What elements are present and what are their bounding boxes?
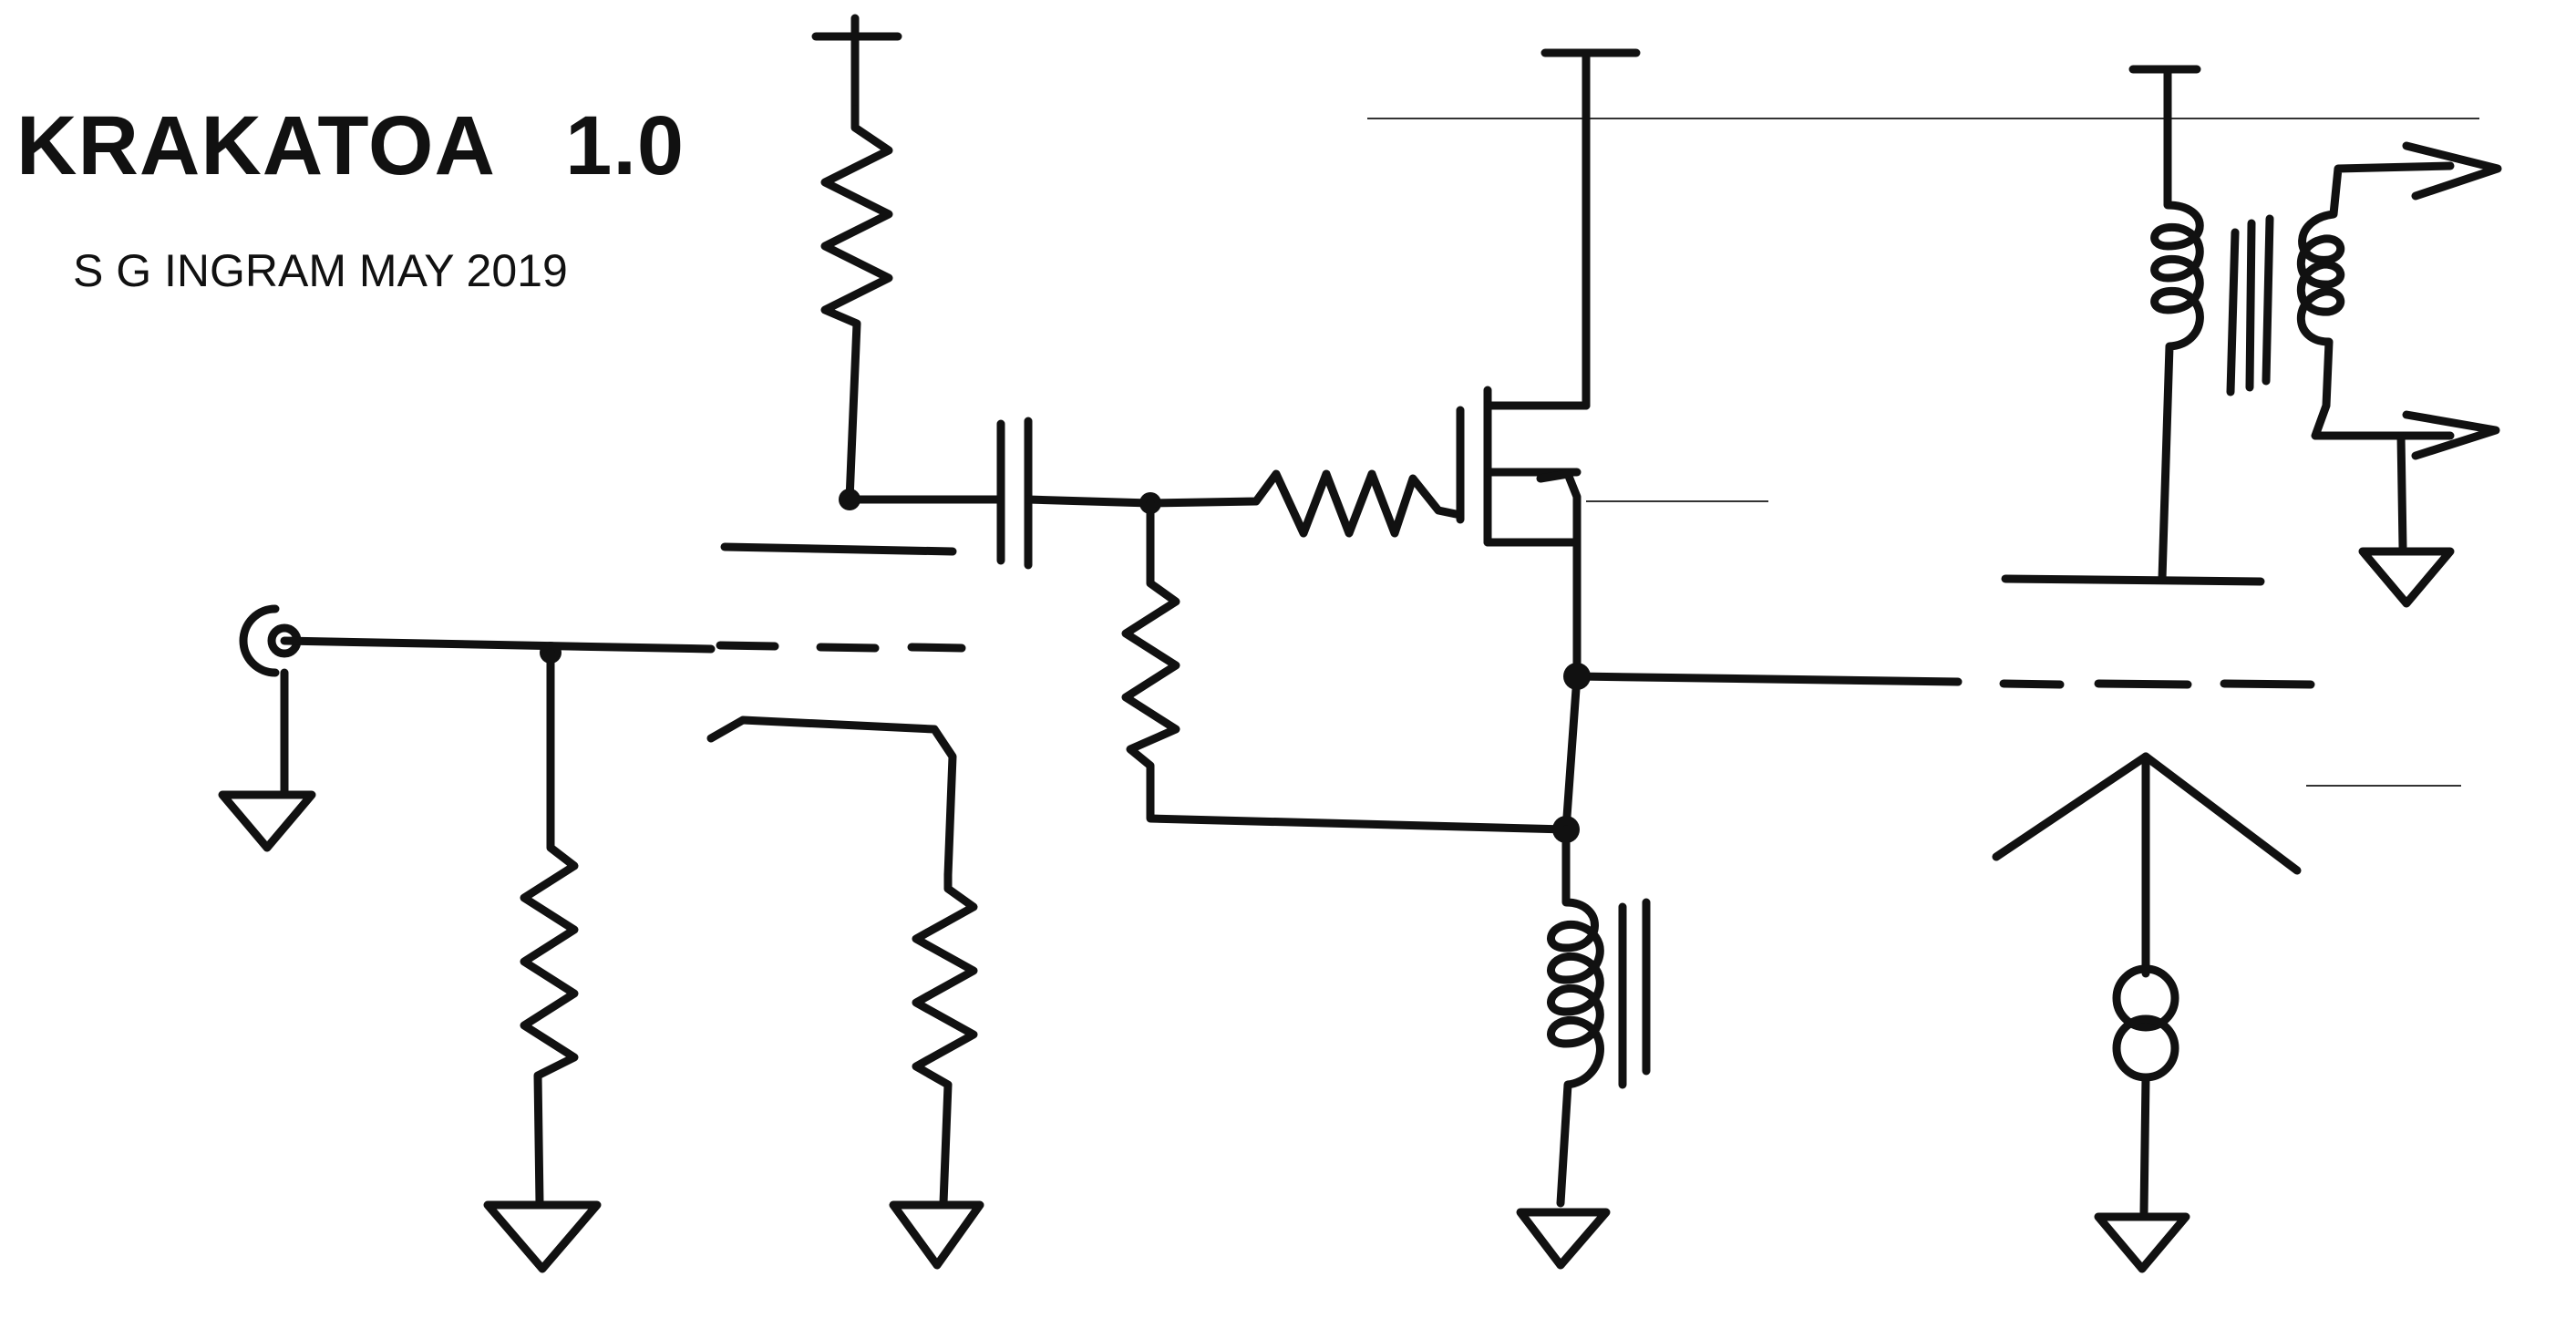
resistor-icon [912,870,978,1208]
ground-icon [889,1200,984,1270]
resistor-icon [520,648,579,1208]
output-coupler-plate [1999,574,2315,689]
current-source-icon [2112,964,2179,1217]
source-node-wires [1561,538,1963,834]
ground-wire [2396,431,2407,551]
output-arrow-icon [2402,410,2500,460]
ground-icon [1516,1208,1611,1270]
capacitor-icon [845,417,1155,570]
output-arrow-icon [2402,141,2502,201]
transformer-icon [2150,67,2455,583]
supply-rail-icon [811,14,902,114]
mosfet-icon [1456,50,1591,547]
drafting-guide-lines [1367,118,2479,787]
coupler-plate [706,542,966,880]
ground-icon [218,790,316,852]
ground-icon [2094,1212,2190,1273]
resistor-icon [1121,499,1571,834]
ground-icon [483,1200,602,1273]
resistor-icon [1146,469,1465,538]
resistor-icon [820,105,893,504]
coaxial-input-connector-icon [239,604,716,798]
antenna-icon [1992,752,2302,978]
ground-icon [2358,547,2455,608]
page-title: KRAKATOA 1.0 [16,99,685,192]
junction-dot [1563,663,1591,690]
author-credit: S G INGRAM MAY 2019 [73,245,568,296]
inductor-icon [1547,825,1651,1208]
